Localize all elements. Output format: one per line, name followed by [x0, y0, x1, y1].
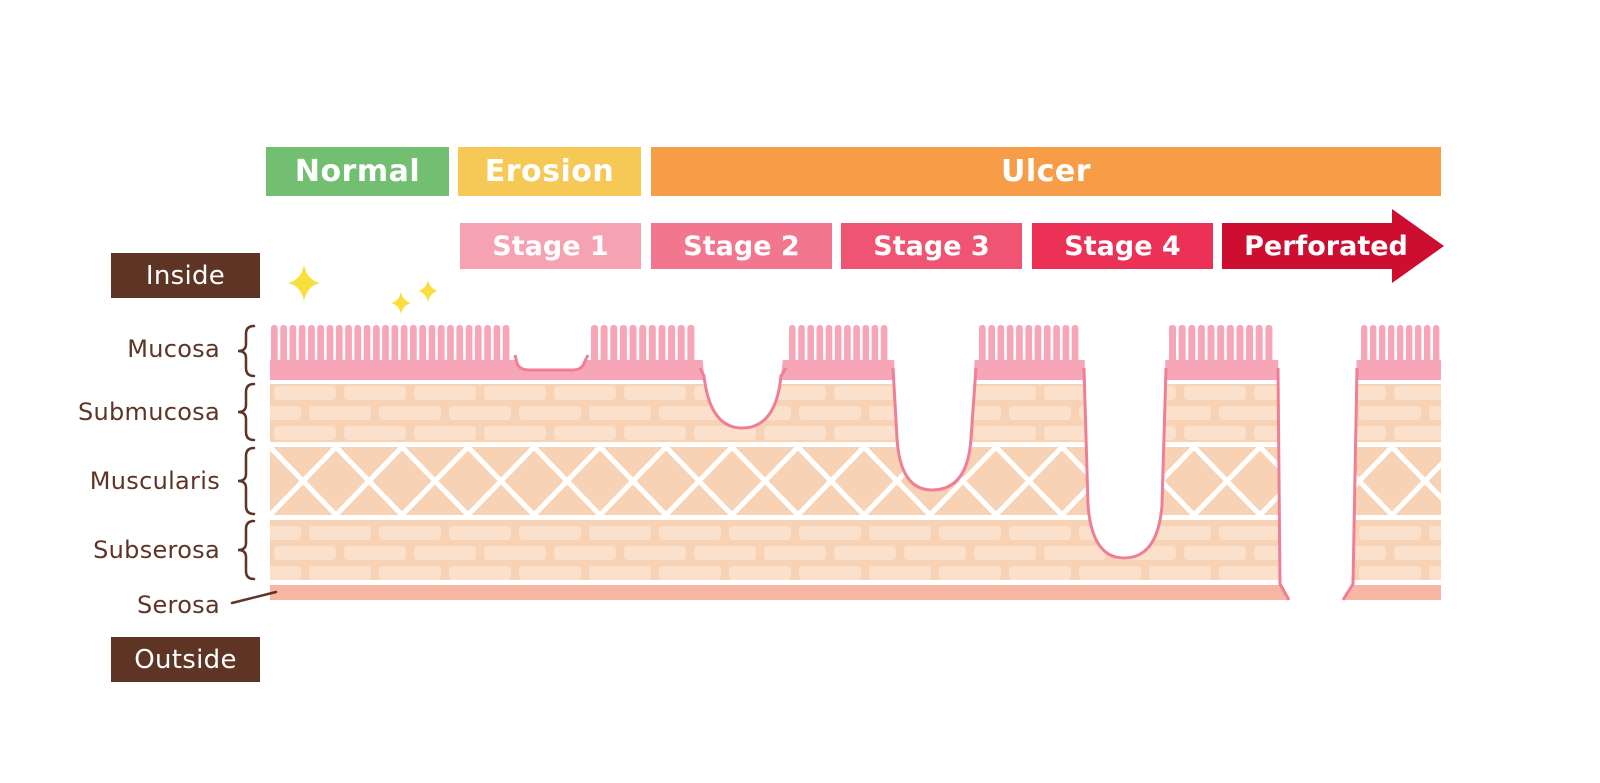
villus — [1071, 325, 1079, 365]
villus — [456, 325, 464, 365]
villus — [1226, 325, 1234, 365]
villus — [1246, 325, 1254, 365]
villus — [979, 325, 986, 365]
villus — [677, 325, 685, 365]
muscularis-label: Muscularis — [89, 467, 220, 495]
villus — [668, 325, 676, 365]
villus — [648, 325, 656, 365]
stage-2-bar: Stage 2 — [651, 223, 832, 269]
villus — [335, 325, 343, 365]
villus — [798, 325, 805, 365]
villus — [807, 325, 814, 365]
villus — [988, 325, 995, 365]
villus — [1016, 325, 1023, 365]
inside-label: Inside — [111, 253, 260, 298]
villus — [1433, 325, 1440, 365]
villus — [465, 325, 473, 365]
villus — [308, 325, 315, 365]
villus — [1361, 325, 1368, 365]
villus — [289, 325, 297, 365]
villus — [1188, 325, 1196, 365]
villus — [428, 325, 436, 365]
villus — [373, 325, 380, 365]
villus — [474, 325, 482, 365]
villus — [271, 325, 278, 365]
stage-perforated-label: Perforated — [1244, 230, 1408, 262]
villus — [1207, 325, 1215, 365]
villus — [363, 325, 371, 365]
villus — [1415, 325, 1422, 365]
villus — [825, 325, 833, 365]
stage-1-bar: Stage 1 — [460, 223, 641, 269]
villus — [639, 325, 647, 365]
villus — [1178, 325, 1186, 365]
villus — [1388, 325, 1395, 365]
subserosa-label: Subserosa — [93, 536, 220, 564]
villus — [382, 325, 389, 365]
villus — [834, 325, 842, 365]
villus — [610, 325, 618, 365]
villus — [391, 325, 399, 365]
villus — [1053, 325, 1060, 365]
villus — [410, 325, 417, 365]
villus — [1217, 325, 1225, 365]
villus — [354, 325, 362, 365]
villus — [1265, 325, 1273, 365]
villus — [1034, 325, 1042, 365]
villus — [816, 325, 824, 365]
villus — [345, 325, 352, 365]
villus — [493, 325, 501, 365]
villus — [437, 325, 445, 365]
villus — [1236, 325, 1244, 365]
villus — [400, 325, 408, 365]
villus — [1255, 325, 1263, 365]
villus — [862, 325, 870, 365]
villus — [844, 325, 851, 365]
villus — [447, 325, 454, 365]
villus — [880, 325, 888, 365]
villus — [1370, 325, 1377, 365]
sparkle-icon — [288, 265, 438, 314]
villus — [789, 325, 796, 365]
villus — [1043, 325, 1051, 365]
villus — [629, 325, 637, 365]
villus — [1379, 325, 1386, 365]
villus — [687, 325, 695, 365]
villus — [1397, 325, 1404, 365]
villus — [871, 325, 879, 365]
phase-normal-bar: Normal — [266, 147, 449, 196]
villus — [1424, 325, 1431, 365]
villus — [1025, 325, 1033, 365]
villus — [658, 325, 666, 365]
villus — [419, 325, 426, 365]
stage-3-bar: Stage 3 — [841, 223, 1022, 269]
villus — [1169, 325, 1176, 365]
villus — [484, 325, 491, 365]
villus — [997, 325, 1005, 365]
villus — [280, 325, 287, 365]
stage-4-bar: Stage 4 — [1032, 223, 1213, 269]
villus — [326, 325, 334, 365]
villus — [600, 325, 608, 365]
villus — [1406, 325, 1413, 365]
villus — [619, 325, 627, 365]
outside-label: Outside — [111, 637, 260, 682]
villus — [298, 325, 306, 365]
serosa-label: Serosa — [136, 591, 220, 619]
villus — [591, 325, 598, 365]
villus — [1006, 325, 1014, 365]
submucosa-label: Submucosa — [77, 398, 220, 426]
phase-ulcer-bar: Ulcer — [651, 147, 1441, 196]
villus — [1197, 325, 1205, 365]
villus — [1062, 325, 1070, 365]
phase-erosion-bar: Erosion — [458, 147, 641, 196]
perforated-arrow — [1222, 209, 1444, 283]
villus — [502, 325, 510, 365]
villus — [317, 325, 324, 365]
villus — [853, 325, 860, 365]
mucosa-label: Mucosa — [127, 335, 220, 363]
